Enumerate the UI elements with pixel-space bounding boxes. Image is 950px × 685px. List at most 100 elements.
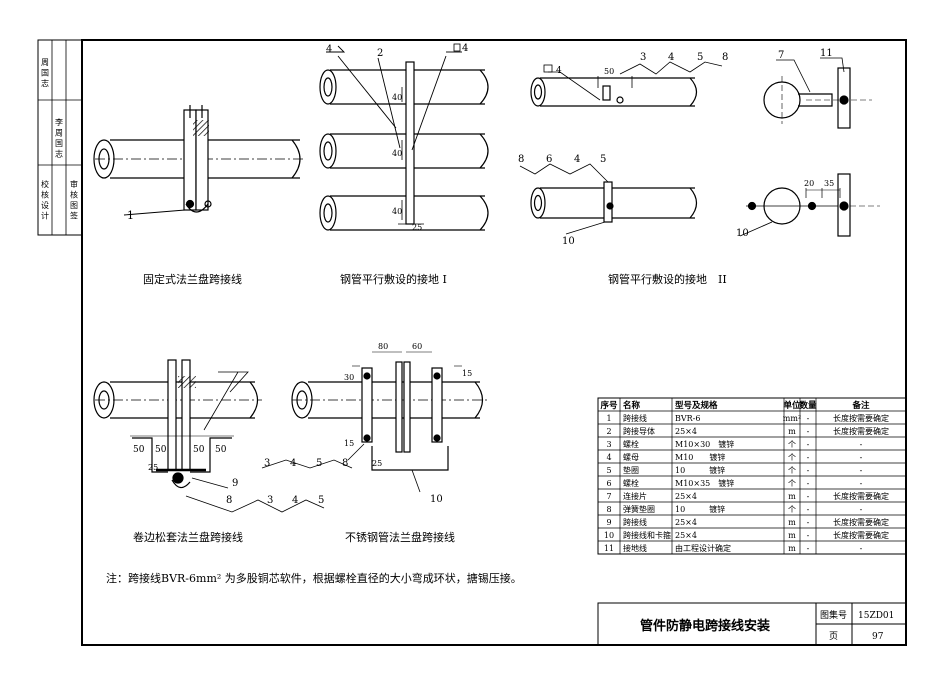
table-cell: 长度按需要确定 — [833, 517, 889, 527]
d5-dim-30: 30 — [344, 373, 354, 382]
table-cell: 长度按需要确定 — [833, 491, 889, 501]
table-header-cell: 备注 — [851, 400, 870, 411]
table-cell: 接地线 — [623, 543, 647, 553]
table-cell: m — [788, 531, 796, 540]
table-cell: - — [807, 440, 810, 449]
d3-callout-8: 8 — [722, 52, 728, 63]
d4-callout-8: 8 — [226, 495, 232, 506]
table-cell: 个 — [788, 453, 796, 462]
table-cell: BVR-6 — [675, 414, 700, 423]
table-cell: - — [860, 479, 863, 488]
table-cell: - — [807, 414, 810, 423]
d2-callout-4-left: 4 — [326, 44, 332, 55]
table-cell: 螺栓 — [623, 478, 639, 488]
table-cell: 6 — [606, 479, 611, 488]
d3-callout-6-b: 6 — [546, 154, 552, 165]
d5-dim-80: 80 — [378, 342, 388, 351]
table-cell: 10 镀锌 — [675, 504, 725, 514]
table-cell: 长度按需要确定 — [833, 426, 889, 436]
table-header-cell: 名称 — [623, 400, 641, 411]
table-cell: 弹簧垫圈 — [623, 504, 655, 514]
d2-dim-40-c: 40 — [392, 207, 402, 216]
table-cell: 9 — [606, 518, 611, 527]
table-cell: 跨接线 — [623, 413, 647, 423]
table-cell: - — [807, 479, 810, 488]
d3-callout-5: 5 — [697, 52, 703, 63]
diagram-fixed-flange — [93, 105, 305, 216]
d5-dim-25: 25 — [372, 459, 382, 468]
diagram-stainless-flange — [261, 351, 488, 493]
table-header-cell: 型号及规格 — [675, 400, 718, 411]
d5-callout-10: 10 — [430, 494, 443, 505]
d4-dim-25: 25 — [148, 463, 158, 472]
page-number: 97 — [872, 632, 884, 642]
table-header-cell: 单位 — [783, 400, 801, 411]
d5-callout-5: 5 — [316, 458, 322, 469]
table-cell: - — [807, 531, 810, 540]
page-label: 页 — [829, 631, 838, 642]
sidebar-col2: 李 周 国 志 — [55, 117, 64, 158]
d3-callout-4-top: 4 — [556, 66, 562, 76]
d3-callout-10-b: 10 — [562, 236, 575, 247]
d3-callout-4: 4 — [668, 52, 674, 63]
d3-callout-10-side: 10 — [736, 228, 749, 239]
d5-callout-4: 4 — [290, 458, 296, 469]
d3-callout-5-b: 5 — [600, 154, 606, 165]
table-cell: M10×30 镀锌 — [675, 439, 734, 449]
table-cell: 个 — [788, 479, 796, 488]
d5-callout-8: 8 — [342, 458, 348, 469]
table-cell: 由工程设计确定 — [675, 543, 731, 553]
table-cell: 25×4 — [675, 427, 697, 436]
table-cell: - — [807, 518, 810, 527]
title-block — [597, 602, 907, 646]
table-cell: 个 — [788, 440, 796, 449]
d2-dim-40-b: 40 — [392, 149, 402, 158]
d4-title: 卷边松套法兰盘跨接线 — [133, 530, 243, 544]
table-cell: 3 — [606, 440, 611, 449]
d3-callout-3: 3 — [640, 52, 646, 63]
d4-callout-3: 3 — [267, 495, 273, 506]
d1-title: 固定式法兰盘跨接线 — [143, 272, 242, 286]
d3-callout-11: 11 — [820, 48, 833, 59]
d2-callout-2: 2 — [377, 48, 383, 59]
table-cell: - — [860, 466, 863, 475]
diagram-loose-flange — [93, 359, 325, 513]
d4-callout-9: 9 — [232, 478, 238, 489]
d3-callout-8-b: 8 — [518, 154, 524, 165]
table-cell: 跨接线和卡箍 — [623, 530, 671, 540]
table-cell: 7 — [606, 492, 611, 501]
table-cell: 25×4 — [675, 492, 697, 501]
table-cell: M10×35 镀锌 — [675, 478, 734, 488]
table-cell: 螺母 — [623, 452, 639, 462]
table-cell: - — [860, 453, 863, 462]
table-cell: 2 — [606, 427, 611, 436]
table-cell: 11 — [604, 544, 614, 553]
table-cell: m — [788, 492, 796, 501]
atlas-value: 15ZD01 — [858, 611, 894, 621]
d3-dim-50: 50 — [604, 67, 614, 76]
table-cell: - — [807, 505, 810, 514]
sidebar-col4: 周 国 志 — [41, 58, 50, 87]
table-cell: - — [860, 505, 863, 514]
table-cell: - — [807, 453, 810, 462]
table-cell: m — [788, 427, 796, 436]
note-text: 注：跨接线BVR-6mm² 为多股铜芯软件，根据螺栓直径的大小弯成环状，搪锡压接… — [106, 571, 522, 585]
sidebar-col3: 审 核 图 签 — [70, 179, 79, 220]
d3-callout-4-b: 4 — [574, 154, 580, 165]
diagram-parallel-pipes-2 — [519, 57, 880, 237]
table-cell: - — [807, 492, 810, 501]
table-cell: 1 — [606, 414, 611, 423]
d2-callout-4-right: 4 — [462, 43, 468, 54]
table-cell: 25×4 — [675, 531, 697, 540]
d2-dim-40-a: 40 — [392, 93, 402, 102]
table-cell: 10 — [604, 531, 614, 540]
d2-dim-25: 25 — [412, 223, 422, 232]
table-cell: M10 镀锌 — [675, 452, 725, 462]
d4-dim-50-b: 50 — [155, 445, 167, 455]
table-cell: 长度按需要确定 — [833, 413, 889, 423]
table-cell: 8 — [606, 505, 611, 514]
d5-title: 不锈钢管法兰盘跨接线 — [345, 530, 455, 544]
d5-callout-3: 3 — [264, 458, 270, 469]
table-cell: - — [860, 544, 863, 553]
